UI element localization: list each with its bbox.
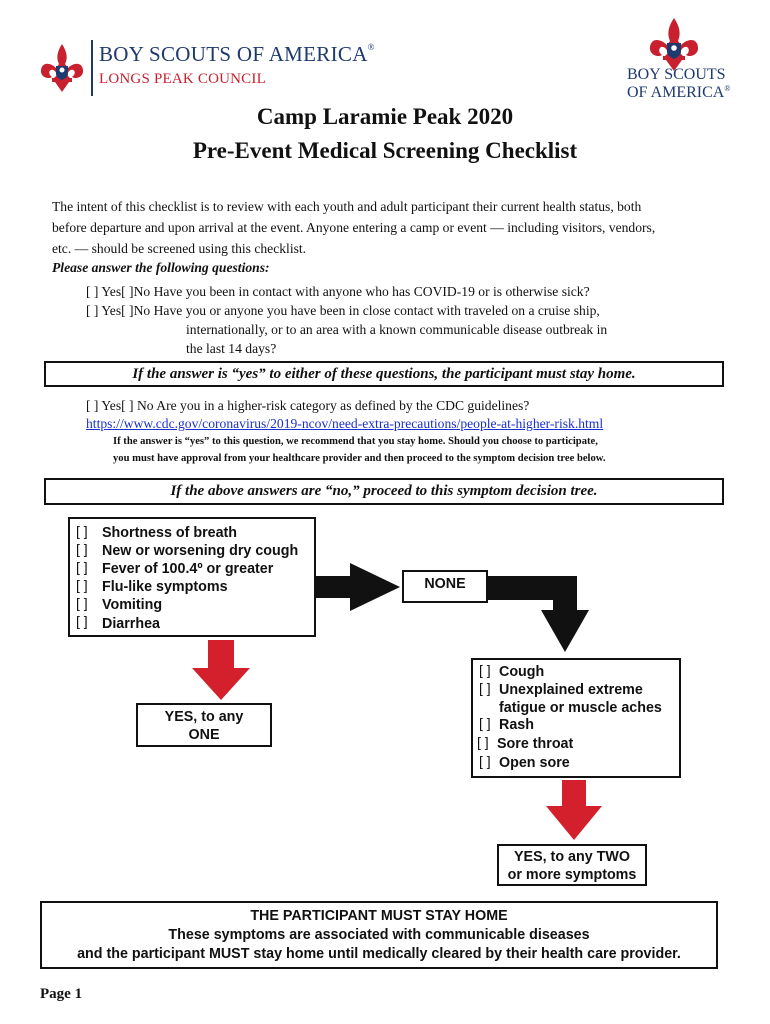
- page-number: Page 1: [40, 986, 83, 1002]
- stay-home-notice-box: If the answer is “yes” to either of thes…: [44, 361, 724, 387]
- stay-home-line: and the participant MUST stay home until…: [77, 946, 681, 962]
- intro-line: The intent of this checklist is to revie…: [52, 199, 642, 214]
- arrow-right-icon: [316, 563, 400, 611]
- question-travel-continued: internationally, or to an area with a kn…: [186, 322, 608, 337]
- right-logo-name-line1: BOY SCOUTS: [627, 66, 726, 83]
- symptom-label: Unexplained extreme: [499, 682, 643, 698]
- symptom-label: Rash: [499, 717, 534, 733]
- high-risk-note-line: If the answer is “yes” to this question,…: [113, 436, 598, 447]
- symptom-checkbox[interactable]: [ ]: [76, 577, 88, 593]
- right-logo-name-line2: OF AMERICA®: [627, 84, 731, 101]
- question-higher-risk: [ ] Yes[ ] No Are you in a higher-risk c…: [86, 396, 529, 415]
- intro-line: etc. — should be screened using this che…: [52, 241, 307, 256]
- high-risk-note-line: you must have approval from your healthc…: [113, 453, 606, 464]
- yes-no-checkboxes[interactable]: [ ] Yes[ ]No: [86, 284, 151, 299]
- logo-divider: [91, 40, 93, 96]
- cdc-guidelines-link[interactable]: https://www.cdc.gov/coronavirus/2019-nco…: [86, 416, 604, 431]
- question-travel: [ ] Yes[ ]No Have you or anyone you have…: [86, 301, 600, 320]
- page-title: Camp Laramie Peak 2020: [256, 104, 514, 129]
- must-stay-home-box: THE PARTICIPANT MUST STAY HOME These sym…: [40, 901, 718, 969]
- stay-home-heading: THE PARTICIPANT MUST STAY HOME: [250, 908, 508, 924]
- stay-home-line: These symptoms are associated with commu…: [168, 927, 590, 943]
- elbow-arrow-down-icon: [488, 576, 589, 652]
- symptom-label: Open sore: [499, 755, 570, 771]
- question-text: Have you been in contact with anyone who…: [153, 284, 590, 299]
- bsa-fleur-de-lis-logo-icon: [649, 18, 699, 71]
- yes-no-checkboxes[interactable]: [ ] Yes[ ]No: [86, 303, 151, 318]
- symptom-checkbox[interactable]: [ ]: [479, 715, 491, 731]
- secondary-symptoms-box: [ ] Cough [ ] Unexplained extreme fatigu…: [471, 658, 681, 778]
- symptom-checkbox[interactable]: [ ]: [479, 662, 491, 678]
- none-outcome-box: NONE: [402, 570, 488, 603]
- symptom-checkbox[interactable]: [ ]: [76, 523, 88, 539]
- left-logo-council: LONGS PEAK COUNCIL: [99, 71, 266, 87]
- symptom-label: Vomiting: [102, 597, 163, 613]
- proceed-notice-box: If the above answers are “no,” proceed t…: [44, 478, 724, 505]
- symptom-checkbox[interactable]: [ ]: [76, 541, 88, 557]
- yes-any-one-line: YES, to any: [164, 709, 244, 725]
- symptom-label: Shortness of breath: [102, 525, 238, 541]
- symptom-checkbox[interactable]: [ ]: [76, 613, 88, 629]
- question-contact-sick: [ ] Yes[ ]No Have you been in contact wi…: [86, 282, 590, 301]
- page-subtitle: Pre-Event Medical Screening Checklist: [192, 138, 578, 163]
- symptom-label: Flu-like symptoms: [102, 579, 228, 595]
- yes-no-checkboxes[interactable]: [ ] Yes[ ] No: [86, 398, 154, 413]
- symptom-checkbox[interactable]: [ ]: [479, 680, 491, 696]
- red-arrow-down-icon: [192, 640, 250, 700]
- symptom-label: New or worsening dry cough: [102, 543, 299, 559]
- symptom-checkbox[interactable]: [ ]: [76, 595, 88, 611]
- primary-symptoms-box: [ ] Shortness of breath [ ] New or worse…: [68, 517, 316, 637]
- symptom-label: Cough: [499, 664, 545, 680]
- yes-any-two-line: or more symptoms: [507, 867, 637, 883]
- question-travel-continued: the last 14 days?: [186, 341, 277, 356]
- yes-any-two-box: YES, to any TWO or more symptoms: [497, 844, 647, 886]
- yes-any-two-line: YES, to any TWO: [514, 849, 630, 865]
- red-arrow-down-icon: [546, 780, 602, 840]
- intro-line: before departure and upon arrival at the…: [52, 220, 656, 235]
- symptom-checkbox[interactable]: [ ]: [477, 734, 489, 750]
- yes-any-one-box: YES, to any ONE: [136, 703, 272, 747]
- questions-prompt: Please answer the following questions:: [52, 260, 270, 275]
- symptom-label: Diarrhea: [102, 616, 161, 632]
- symptom-checkbox[interactable]: [ ]: [76, 559, 88, 575]
- left-logo-name: BOY SCOUTS OF AMERICA®: [99, 42, 375, 66]
- symptom-checkbox[interactable]: [ ]: [479, 753, 491, 769]
- symptom-label: Sore throat: [497, 736, 574, 752]
- bsa-fleur-de-lis-logo-icon: [40, 44, 84, 92]
- yes-any-one-line: ONE: [188, 727, 220, 743]
- symptom-label-continued: fatigue or muscle aches: [499, 700, 662, 716]
- question-text: Are you in a higher-risk category as def…: [156, 398, 530, 413]
- intro-paragraph: The intent of this checklist is to revie…: [52, 196, 732, 259]
- symptom-label: Fever of 100.4º or greater: [102, 561, 274, 577]
- question-text: Have you or anyone you have been in clos…: [153, 303, 600, 318]
